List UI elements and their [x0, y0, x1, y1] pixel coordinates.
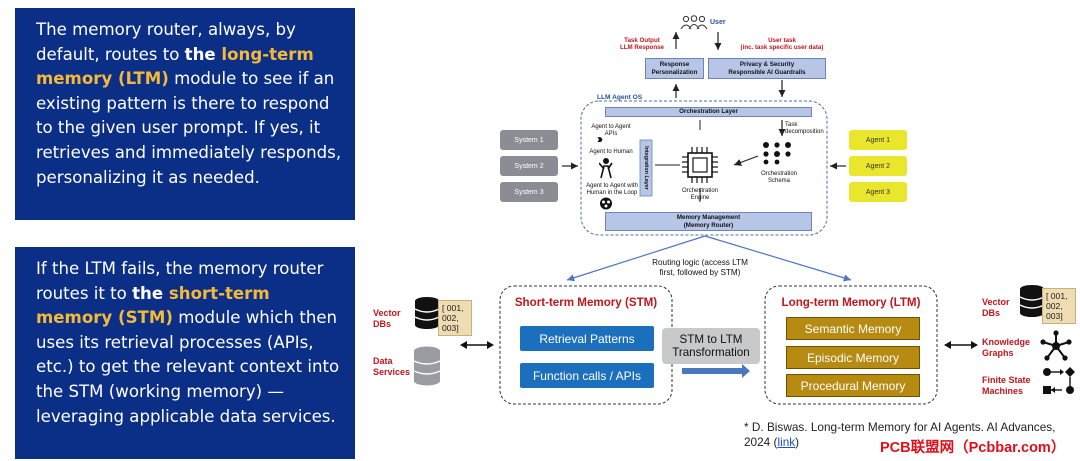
vector-dbs-label-left: Vector DBs — [373, 308, 401, 329]
user-group-icon — [680, 15, 708, 30]
memory-management-box: Memory Management (Memory Router) — [605, 212, 812, 231]
explanation-panel-stm: If the LTM fails, the memory router rout… — [15, 247, 355, 459]
user-task-label: User task (inc. task specific user data) — [740, 37, 824, 51]
ltm-title: Long-term Memory (LTM) — [781, 296, 921, 309]
retrieval-patterns-box: Retrieval Patterns — [520, 326, 654, 351]
knowledge-graph-icon — [1040, 330, 1072, 361]
orchestration-schema-label: Orchestration Schema — [760, 171, 797, 184]
os-title: LLM Agent OS — [597, 94, 643, 101]
database-icon — [1019, 285, 1045, 317]
agent-box: Agent 3 — [849, 182, 907, 202]
stm-to-ltm-transformation: STM to LTM Transformation — [662, 328, 760, 364]
citation: * D. Biswas. Long-term Memory for AI Age… — [744, 420, 1056, 449]
agent-to-human-label: Agent to Human — [589, 149, 633, 155]
user-label: User — [710, 19, 726, 26]
task-decomposition-label: Task decomposition — [785, 122, 824, 135]
task-output-label: Task Output LLM Response — [619, 37, 664, 51]
system-box: System 1 — [500, 130, 558, 150]
system-box: System 2 — [500, 156, 558, 176]
agent-to-apis-label: Agent to Agent APIs — [591, 124, 631, 137]
knowledge-graphs-label: Knowledge Graphs — [982, 337, 1031, 358]
panel-text: The memory router, always, by default, r… — [36, 20, 342, 187]
system-box: System 3 — [500, 182, 558, 202]
response-personalization-box: Response Personalization — [645, 58, 704, 79]
human-loop-icon — [600, 197, 612, 210]
procedural-memory-box: Procedural Memory — [786, 374, 920, 397]
integration-layer: Integration Layer — [643, 146, 650, 190]
function-calls-box: Function calls / APIs — [520, 363, 654, 388]
semantic-memory-box: Semantic Memory — [786, 317, 920, 340]
fsm-label: Finite State Machines — [982, 375, 1031, 396]
database-icon — [414, 297, 440, 329]
schema-icon — [763, 142, 791, 165]
privacy-security-box: Privacy & Security Responsible AI Guardr… — [708, 58, 826, 79]
data-services-label: Data Services — [373, 356, 411, 377]
db-record-note: [ 001, 002, 003] — [1042, 288, 1076, 324]
chip-icon — [682, 147, 718, 183]
data-services-icon — [413, 346, 441, 386]
vector-dbs-label-right: Vector DBs — [982, 297, 1010, 318]
agent-box: Agent 1 — [849, 130, 907, 150]
state-machine-icon — [1043, 367, 1075, 394]
citation-link[interactable]: link — [777, 435, 796, 449]
stm-title: Short-term Memory (STM) — [514, 296, 658, 309]
routing-logic-label: Routing logic (access LTM first, followe… — [652, 258, 748, 277]
explanation-panel-ltm: The memory router, always, by default, r… — [15, 8, 355, 220]
highlight-stm: short-term memory (STM) — [36, 283, 270, 328]
panel-text: If the LTM fails, the memory router rout… — [36, 259, 340, 426]
watermark: PCB联盟网（Pcbbar.com） — [878, 436, 1068, 457]
chevrons-icon: ››› — [597, 132, 603, 146]
episodic-memory-box: Episodic Memory — [786, 346, 920, 369]
orchestration-layer-box: Orchestration Layer — [605, 107, 812, 117]
db-record-note: [ 001, 002, 003] — [438, 300, 472, 336]
agent-box: Agent 2 — [849, 156, 907, 176]
human-icon — [599, 158, 613, 179]
orchestration-engine-label: Orchestration Engine — [681, 188, 718, 201]
agent-hitl-label: Agent to Agent with Human in the Loop — [586, 183, 638, 196]
highlight-ltm: long-term memory (LTM) — [36, 44, 314, 89]
